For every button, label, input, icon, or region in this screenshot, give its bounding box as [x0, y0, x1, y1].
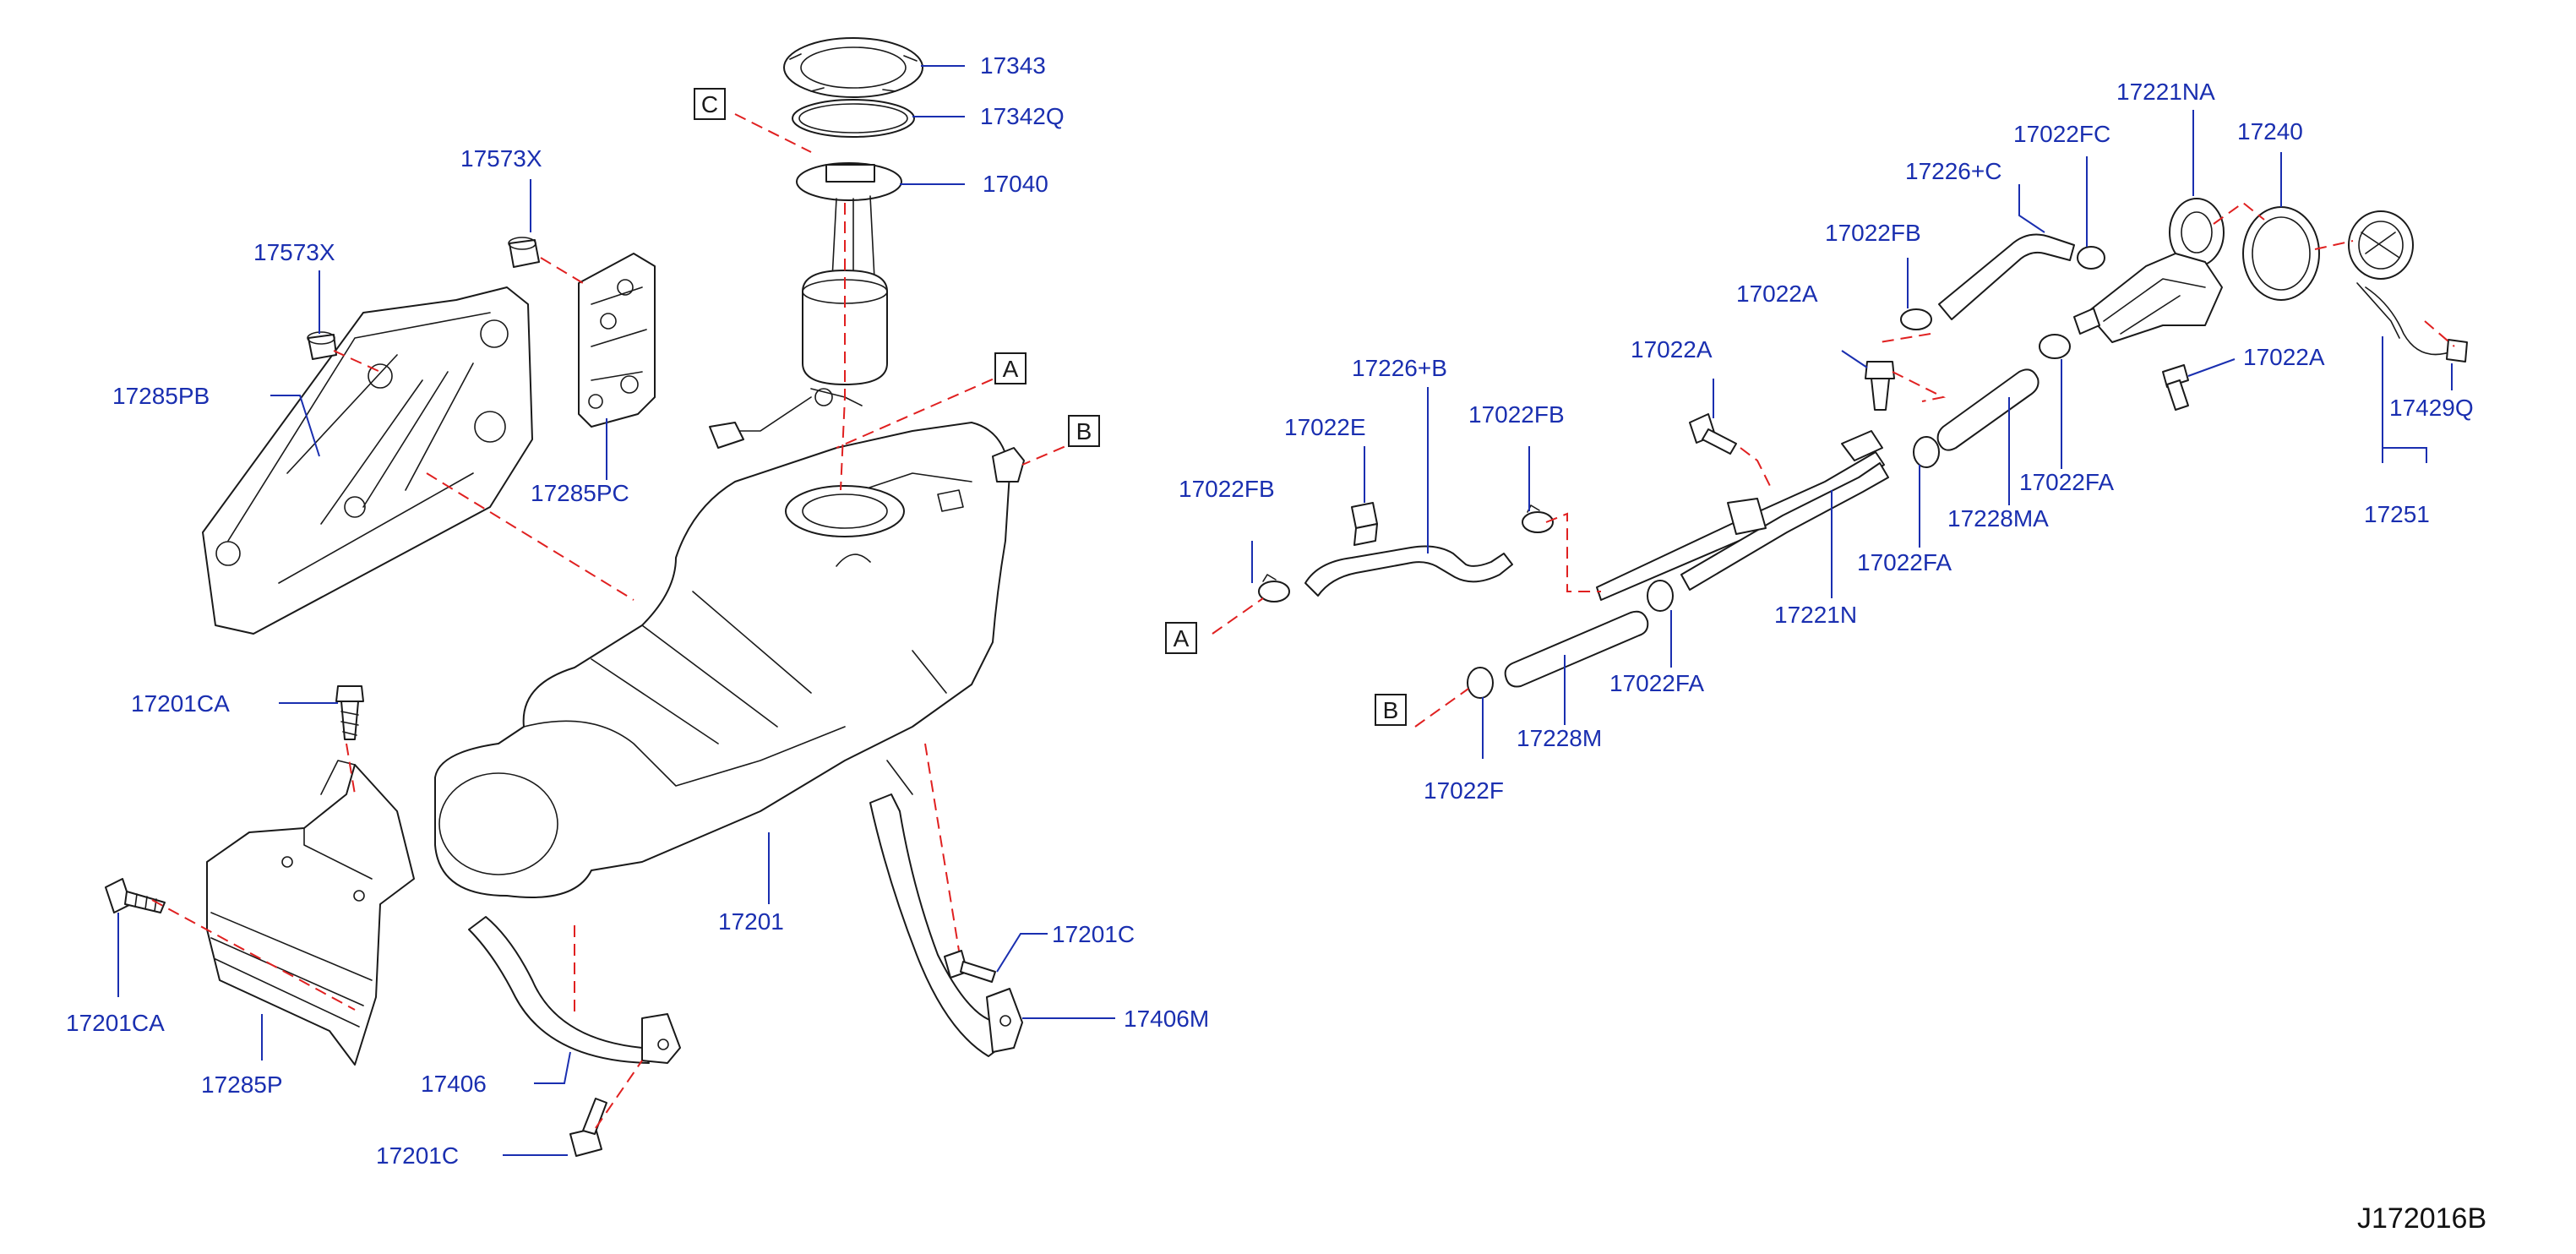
label-17221na: 17221NA: [2116, 79, 2215, 105]
bolt-17022a-mid: [1865, 361, 1895, 411]
reference-marker-a-tank: A: [994, 352, 1027, 384]
clamp-17022fb-left: [1258, 574, 1290, 602]
label-17343: 17343: [980, 52, 1046, 79]
svg-text:C: C: [701, 91, 718, 117]
label-17201ca-left: 17201CA: [66, 1010, 165, 1036]
label-17429q: 17429Q: [2389, 395, 2474, 421]
clamp-17022f: [1467, 667, 1494, 699]
svg-text:B: B: [1383, 697, 1399, 723]
label-17022fb-upper: 17022FB: [1825, 220, 1921, 246]
label-17022fa-right: 17022FA: [2019, 469, 2114, 495]
clamp-17022fa-right: [2039, 334, 2071, 359]
label-17022fa-low: 17022FA: [1609, 670, 1704, 696]
bolt-17201ca-top: [335, 685, 364, 740]
label-17226b: 17226+B: [1352, 355, 1447, 381]
clamp-17022fb-upper: [1900, 308, 1932, 330]
grommet-17573x-left: [307, 331, 337, 360]
label-17022a-mid: 17022A: [1736, 281, 1818, 307]
heat-shield-17285pc: [578, 253, 656, 428]
label-17406: 17406: [421, 1071, 487, 1097]
label-17573x-upper: 17573X: [460, 145, 542, 172]
hose-17226c: [1938, 233, 2075, 320]
gasket-17342q: [792, 99, 915, 138]
label-17022fa-mid: 17022FA: [1857, 549, 1952, 575]
label-17240: 17240: [2237, 118, 2303, 144]
label-17022fb-left: 17022FB: [1179, 476, 1275, 502]
svg-text:B: B: [1076, 418, 1092, 444]
label-17285pc: 17285PC: [531, 480, 629, 506]
reference-marker-a-hose: A: [1165, 622, 1197, 654]
hose-17228ma: [1936, 368, 2040, 451]
label-17201c-bottom: 17201C: [376, 1142, 459, 1169]
filler-tube-17221n: [1596, 430, 1889, 601]
label-17285p: 17285P: [201, 1071, 283, 1098]
label-17221n: 17221N: [1774, 602, 1857, 628]
label-17201ca-top: 17201CA: [131, 690, 230, 717]
lock-ring-17343: [783, 37, 923, 98]
label-17022e: 17022E: [1284, 414, 1366, 440]
heat-shield-17285pb: [202, 286, 533, 635]
label-17251: 17251: [2364, 501, 2430, 527]
svg-text:A: A: [1003, 356, 1019, 382]
hose-17226b: [1304, 545, 1513, 597]
assembly-dashed-lines: [151, 113, 2455, 1129]
label-17022a-right: 17022A: [2243, 344, 2325, 370]
hose-17228m: [1504, 610, 1649, 688]
label-17228m: 17228M: [1517, 725, 1602, 751]
seal-17240: [2242, 206, 2320, 301]
bolt-17201ca-left: [105, 878, 166, 913]
bolt-17201c-bottom: [569, 1098, 607, 1157]
label-17226c: 17226+C: [1905, 158, 2001, 184]
clamp-17022fa-mid: [1913, 436, 1940, 468]
fuel-pump-17040: [709, 162, 902, 449]
bolt-17022a-left: [1689, 413, 1737, 455]
label-17285pb: 17285PB: [112, 383, 210, 409]
label-17201c-right: 17201C: [1052, 921, 1135, 947]
reference-marker-c: C: [694, 88, 726, 120]
label-17228ma: 17228MA: [1947, 505, 2049, 532]
grommet-17573x-upper: [508, 237, 540, 268]
bolt-17022a-right: [2162, 364, 2189, 411]
label-17573x-left: 17573X: [253, 239, 335, 265]
heat-shield-17285p: [206, 760, 415, 1066]
filler-neck-17221na: [2073, 198, 2225, 343]
reference-marker-b-tank: B: [1068, 415, 1100, 447]
label-17022fc: 17022FC: [2013, 121, 2110, 147]
label-17201: 17201: [718, 908, 784, 935]
tank-strap-17406m: [869, 793, 1023, 1057]
tether-17429q: [2365, 286, 2468, 363]
clip-17022e: [1351, 502, 1378, 546]
bolt-17201c-right: [944, 950, 996, 983]
fuel-tank-17201: [434, 422, 1025, 898]
label-17040: 17040: [983, 171, 1048, 197]
svg-text:A: A: [1174, 625, 1190, 652]
label-17022fb-mid: 17022FB: [1468, 401, 1565, 428]
label-17022f: 17022F: [1424, 777, 1504, 804]
diagram-code: J172016B: [2357, 1202, 2486, 1235]
tank-strap-17406: [468, 916, 681, 1064]
clamp-17022fa-low: [1647, 580, 1674, 612]
label-17022a-left: 17022A: [1631, 336, 1713, 363]
label-17406m: 17406M: [1124, 1006, 1209, 1032]
filler-cap-17251: [2348, 210, 2414, 339]
label-17342q: 17342Q: [980, 103, 1065, 129]
leader-lines: [117, 65, 2453, 1156]
part-labels: 17343 17342Q 17040 17573X 17573X 17285PB…: [66, 52, 2474, 1169]
clamp-17022fb-mid: [1522, 504, 1554, 533]
clamp-17022fc: [2077, 246, 2105, 270]
reference-marker-b-hose: B: [1375, 694, 1407, 726]
